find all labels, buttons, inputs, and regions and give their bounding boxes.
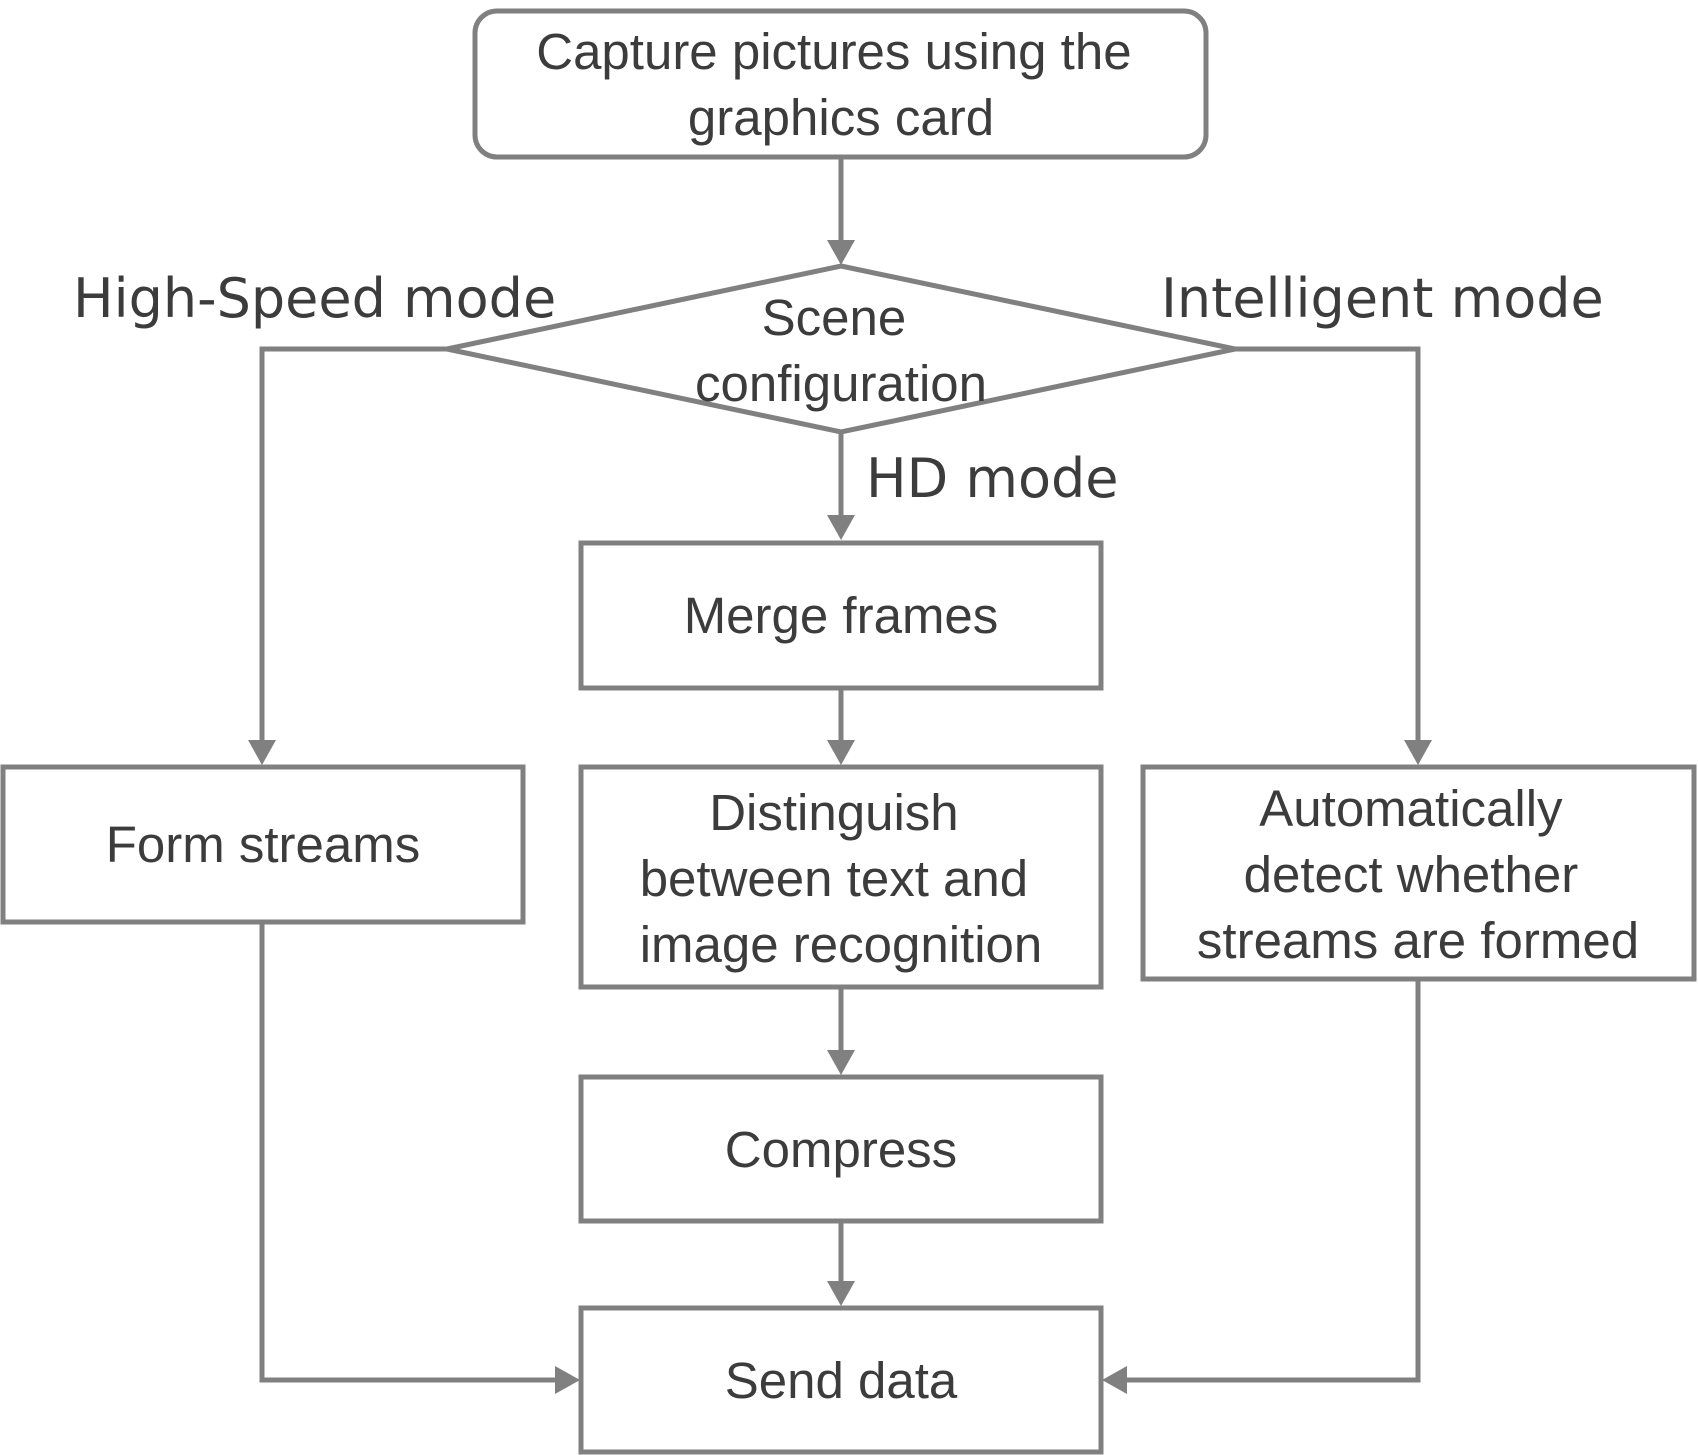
edge-capture-to-scene	[827, 157, 855, 265]
node-automatically-detect: Automatically detect whether streams are…	[1140, 764, 1697, 982]
arrowhead-icon	[827, 1050, 855, 1075]
edge-scene-to-form	[248, 346, 447, 765]
node-label: Merge frames	[684, 587, 999, 644]
edge-label-intelligent-mode: Intelligent mode	[1161, 267, 1604, 330]
edge-label-hd-mode: HD mode	[866, 447, 1119, 510]
arrowhead-icon	[827, 740, 855, 765]
node-send-data: Send data	[578, 1305, 1104, 1455]
node-label: Capture pictures using the graphics card	[536, 23, 1146, 146]
node-label: Distinguish between text and image recog…	[640, 784, 1043, 973]
edge-form-to-send	[259, 922, 580, 1394]
arrowhead-icon	[827, 515, 855, 540]
edge-label-high-speed-mode: High-Speed mode	[73, 267, 556, 330]
arrowhead-icon	[827, 1281, 855, 1306]
arrowhead-icon	[555, 1366, 580, 1394]
node-label: Automatically detect whether streams are…	[1197, 780, 1639, 969]
node-compress: Compress	[578, 1074, 1104, 1224]
arrowhead-icon	[1404, 740, 1432, 765]
arrowhead-icon	[1102, 1366, 1127, 1394]
node-merge-frames: Merge frames	[578, 540, 1104, 691]
node-distinguish-text-image: Distinguish between text and image recog…	[578, 764, 1104, 990]
node-label: Scene configuration	[695, 289, 987, 412]
edge-detect-to-send	[1102, 979, 1421, 1394]
edge-merge-to-distinguish	[827, 688, 855, 765]
node-scene-configuration: Scene configuration	[446, 263, 1236, 435]
edge-compress-to-send	[827, 1221, 855, 1306]
node-label: Send data	[725, 1352, 958, 1409]
node-label: Compress	[725, 1121, 957, 1178]
node-capture-pictures: Capture pictures using the graphics card	[472, 8, 1209, 160]
edge-scene-to-merge	[827, 432, 855, 540]
edge-scene-to-detect	[1235, 346, 1432, 765]
node-label: Form streams	[106, 816, 421, 873]
arrowhead-icon	[248, 740, 276, 765]
edge-distinguish-to-compress	[827, 987, 855, 1075]
node-form-streams: Form streams	[0, 764, 526, 925]
arrowhead-icon	[827, 240, 855, 265]
